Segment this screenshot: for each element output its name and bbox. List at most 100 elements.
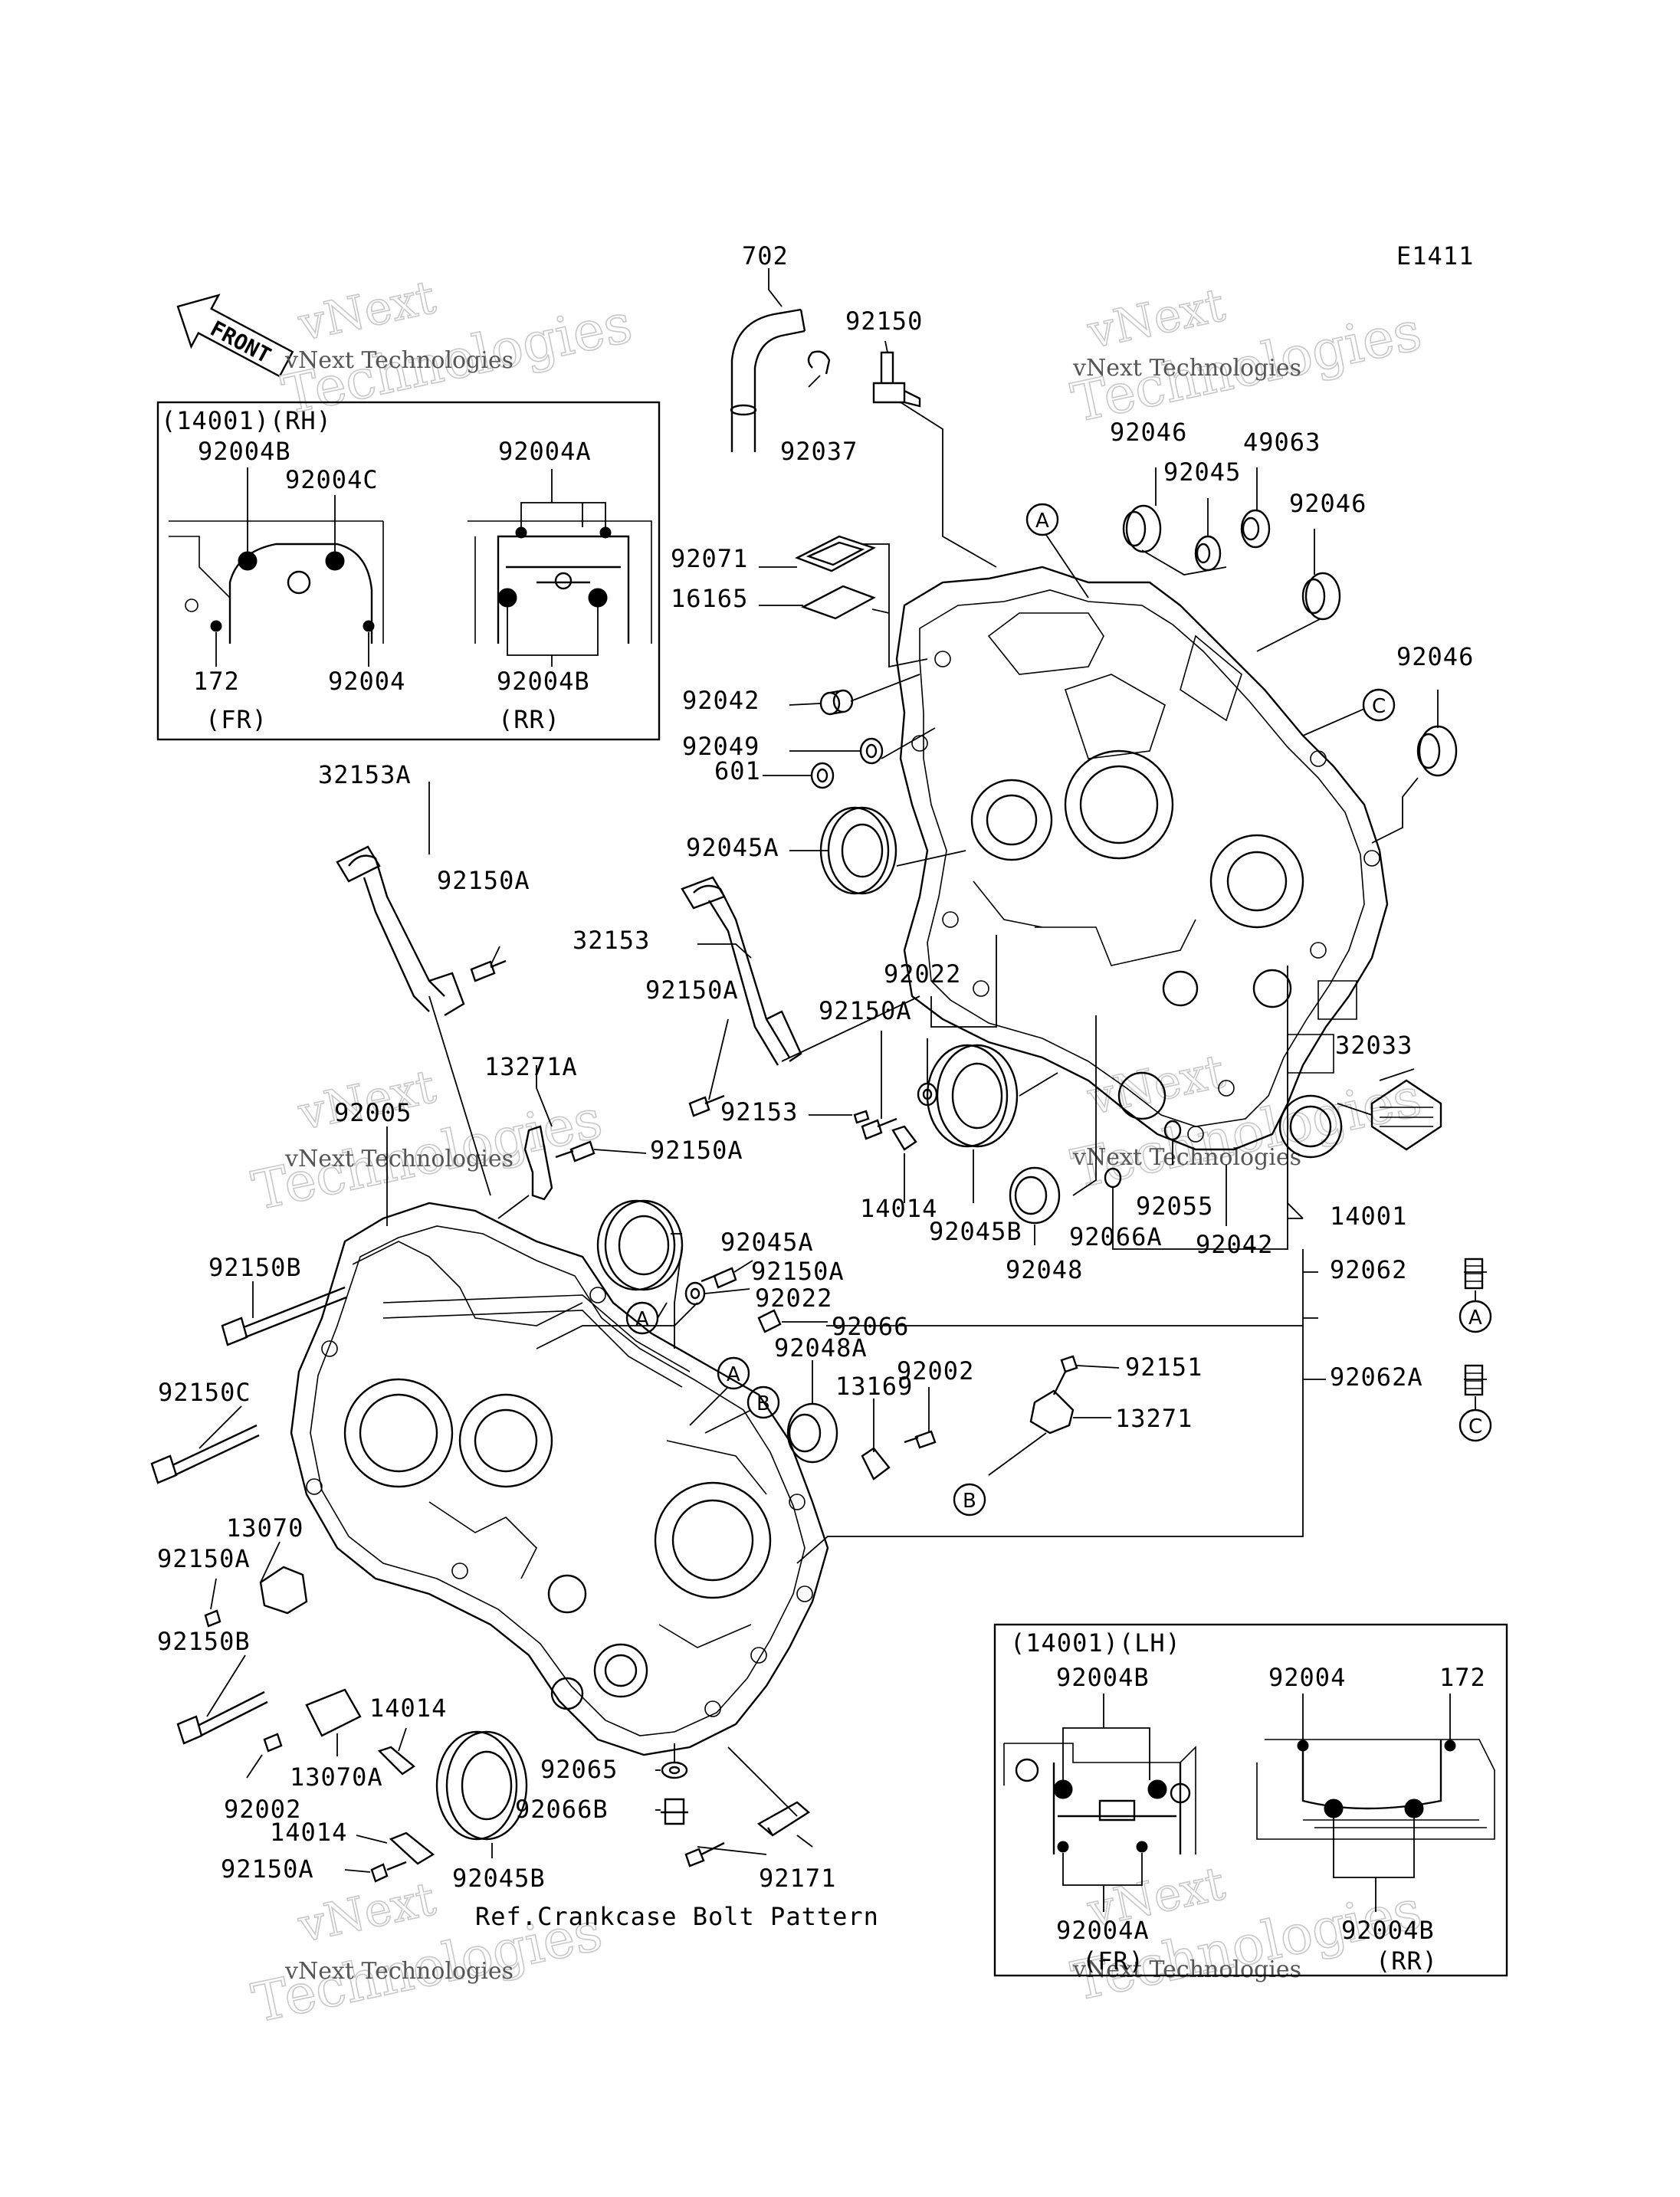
label-92071: 92071 [671, 544, 748, 573]
watermark-bottom-right-sub: vNext Technologies [1072, 1956, 1301, 1983]
bearing-92046-b [1301, 572, 1341, 621]
watermark-top-right-sub: vNext Technologies [1072, 355, 1301, 382]
label-92150a-e: 92150A [751, 1257, 845, 1286]
label-92066a: 92066A [1069, 1222, 1163, 1251]
label-14001: 14001 [1330, 1202, 1407, 1231]
label-92055: 92055 [1136, 1192, 1213, 1221]
bolt-92004b-rr-left [497, 588, 517, 608]
label-92042-a: 92042 [682, 686, 760, 715]
svg-text:A: A [1035, 510, 1049, 533]
crankcase-left-half [290, 1202, 829, 1756]
hose-702 [730, 308, 806, 452]
watermark-mid-right-sub: vNext Technologies [1072, 1144, 1301, 1171]
seal-601 [810, 762, 835, 789]
bolt-92004b-rr-right [588, 588, 608, 608]
label-92022-b: 92022 [755, 1284, 832, 1313]
label-92150a-g: 92150A [221, 1854, 314, 1884]
bolt-92004a-lh-right [1136, 1841, 1148, 1853]
label-92150a-a: 92150A [437, 866, 530, 895]
inset-lh-title: (14001)(LH) [1010, 1628, 1181, 1658]
label-92153: 92153 [720, 1097, 798, 1126]
bolt-92150a-pipe [688, 1094, 725, 1117]
plate-13169 [861, 1447, 891, 1481]
inset-lh-label-92004b: 92004B [1056, 1663, 1150, 1692]
label-92002-a: 92002 [897, 1356, 974, 1385]
bolt-92004b-lh-left [1053, 1779, 1073, 1799]
bolt-92004-lh [1297, 1740, 1309, 1752]
label-92045a-b: 92045A [720, 1228, 814, 1257]
inset-rh-label-92004b-rr: 92004B [497, 667, 590, 696]
label-92150a-f: 92150A [157, 1544, 251, 1573]
label-92150: 92150 [845, 307, 923, 336]
label-92048: 92048 [1006, 1255, 1083, 1284]
bearing-92045a-left [596, 1199, 684, 1291]
bolt-92004b-fr [238, 551, 258, 571]
bracket-13271a [523, 1125, 553, 1201]
inset-lh-label-92004: 92004 [1268, 1663, 1346, 1692]
inset-rh: (14001)(RH) 92004B 92004C 172 92004 9200… [156, 401, 661, 741]
bearing-92046-c [1416, 725, 1458, 777]
label-92171: 92171 [759, 1864, 836, 1893]
callout-circles: A C A A B B A C [625, 503, 1492, 1517]
label-92062a: 92062A [1330, 1362, 1423, 1392]
dowel-92066a [1104, 1167, 1122, 1189]
oring-92055 [1163, 1120, 1182, 1141]
bearing-92045b-left [435, 1730, 528, 1841]
inset-lh-rr-caption: (RR) [1376, 1946, 1438, 1976]
label-92151: 92151 [1125, 1353, 1203, 1382]
bearing-92046-a [1122, 504, 1162, 553]
label-92046-b: 92046 [1289, 489, 1367, 518]
seal-92049 [859, 737, 884, 765]
bearing-92045a-right [819, 806, 897, 895]
diagram-code: E1411 [1396, 241, 1474, 271]
washer-92022-b [684, 1281, 706, 1306]
label-13271: 13271 [1115, 1404, 1193, 1433]
label-92049: 92049 [682, 732, 760, 761]
inset-rh-fr-caption: (FR) [205, 705, 267, 734]
label-92150a-c: 92150A [819, 996, 912, 1025]
gasket-92071 [795, 535, 876, 572]
label-92065: 92065 [540, 1755, 618, 1784]
svg-text:B: B [963, 1490, 976, 1513]
plate-14014-b [377, 1746, 416, 1776]
bolt-92153 [853, 1110, 870, 1124]
bearing-92045-small [1194, 535, 1222, 572]
watermark-mid-left-sub: vNext Technologies [284, 1146, 514, 1172]
leader-lines [199, 268, 1487, 1873]
bolt-92150a-cover [204, 1609, 221, 1628]
part-labels: 702 92150 92037 92046 92045 49063 92046 … [157, 241, 1473, 1893]
label-702: 702 [742, 241, 789, 271]
inset-rh-label-92004: 92004 [328, 667, 405, 696]
label-13070: 13070 [226, 1513, 304, 1543]
label-92150c: 92150C [158, 1378, 251, 1407]
inset-rh-label-92004c: 92004C [285, 465, 379, 494]
inset-rh-label-92004a: 92004A [498, 437, 592, 466]
dowel-92066 [757, 1309, 782, 1333]
bolt-92150a-upper [470, 959, 507, 982]
bolt-92150b-lower [176, 1690, 268, 1745]
bolt-172-fr [210, 620, 222, 632]
label-92037: 92037 [780, 437, 858, 466]
label-92150b-b: 92150B [157, 1627, 251, 1656]
watermark-top-left-sub: vNext Technologies [284, 347, 514, 374]
bolt-92150a-guide [684, 1841, 725, 1867]
label-92046-a: 92046 [1110, 418, 1187, 447]
svg-text:A: A [1468, 1307, 1482, 1330]
washer-92065 [661, 1761, 688, 1779]
label-92066: 92066 [832, 1312, 909, 1341]
inset-rh-rr-caption: (RR) [498, 705, 560, 734]
label-92150b-a: 92150B [208, 1253, 302, 1282]
label-49063: 49063 [1243, 428, 1321, 457]
label-32153a: 32153A [318, 760, 412, 789]
label-92045b-b: 92045B [452, 1864, 546, 1893]
inset-lh-label-172: 172 [1439, 1663, 1486, 1692]
bolt-92150c [150, 1424, 260, 1484]
inset-lh-label-92004b-rr: 92004B [1341, 1916, 1435, 1945]
label-92045: 92045 [1163, 457, 1241, 487]
bolt-92004b-lh-right [1147, 1779, 1167, 1799]
plate-13070a [305, 1688, 362, 1737]
clip-92037 [807, 350, 831, 375]
crankcase-right-half [895, 566, 1389, 1159]
dowel-92042 [819, 689, 854, 716]
label-92150a-d: 92150A [650, 1136, 743, 1165]
